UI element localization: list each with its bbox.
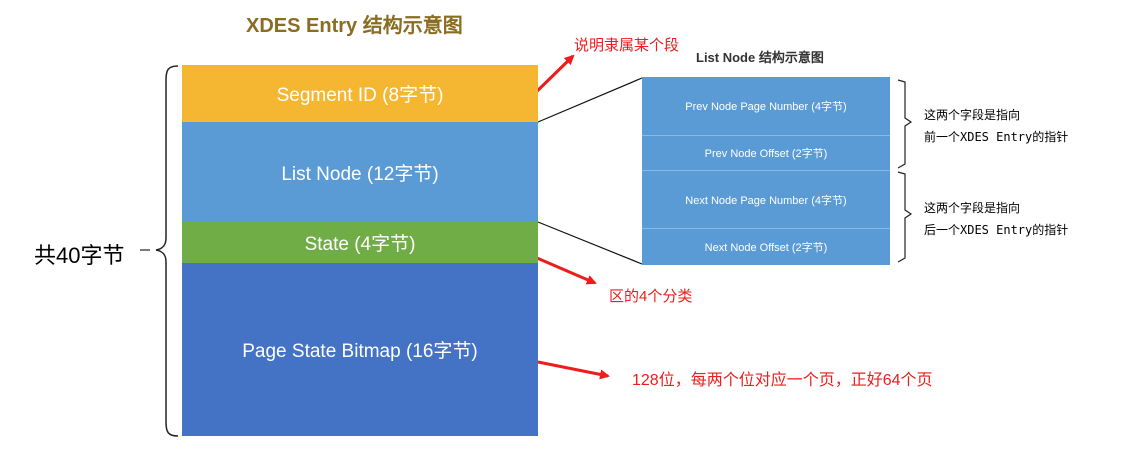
arrow-state	[529, 253, 597, 285]
note-bracket-2	[897, 171, 913, 263]
bitmap-annotation: 128位，每两个位对应一个页，正好64个页	[632, 372, 933, 389]
next-pointer-note: 这两个字段是指向 后一个XDES Entry的指针	[924, 197, 1068, 241]
list-node-field: List Node (12字节)	[182, 122, 538, 222]
state-annotation: 区的4个分类	[609, 288, 693, 305]
arrow-bitmap	[537, 360, 610, 380]
total-brace	[155, 65, 179, 437]
segment-id-field: Segment ID (8字节)	[182, 65, 538, 122]
next-node-page-number-field: Next Node Page Number (4字节)	[642, 170, 890, 228]
diagram-title: XDES Entry 结构示意图	[246, 15, 463, 37]
next-pointer-note-line1: 这两个字段是指向	[924, 201, 1021, 215]
page-state-bitmap-field: Page State Bitmap (16字节)	[182, 263, 538, 436]
state-field: State (4字节)	[182, 222, 538, 263]
total-size-label: 共40字节	[34, 243, 125, 268]
prev-pointer-note-line1: 这两个字段是指向	[924, 108, 1021, 122]
note-bracket-1	[897, 79, 913, 169]
prev-pointer-note-line2: 前一个XDES Entry的指针	[924, 130, 1069, 144]
connector-bottom	[537, 221, 643, 265]
prev-node-page-number-field: Prev Node Page Number (4字节)	[642, 77, 890, 135]
next-pointer-note-line2: 后一个XDES Entry的指针	[924, 223, 1069, 237]
prev-pointer-note: 这两个字段是指向 前一个XDES Entry的指针	[924, 104, 1068, 148]
list-node-title: List Node 结构示意图	[696, 50, 824, 65]
prev-node-offset-field: Prev Node Offset (2字节)	[642, 135, 890, 170]
connector-top	[537, 77, 643, 123]
segment-annotation: 说明隶属某个段	[574, 37, 680, 54]
next-node-offset-field: Next Node Offset (2字节)	[642, 228, 890, 265]
